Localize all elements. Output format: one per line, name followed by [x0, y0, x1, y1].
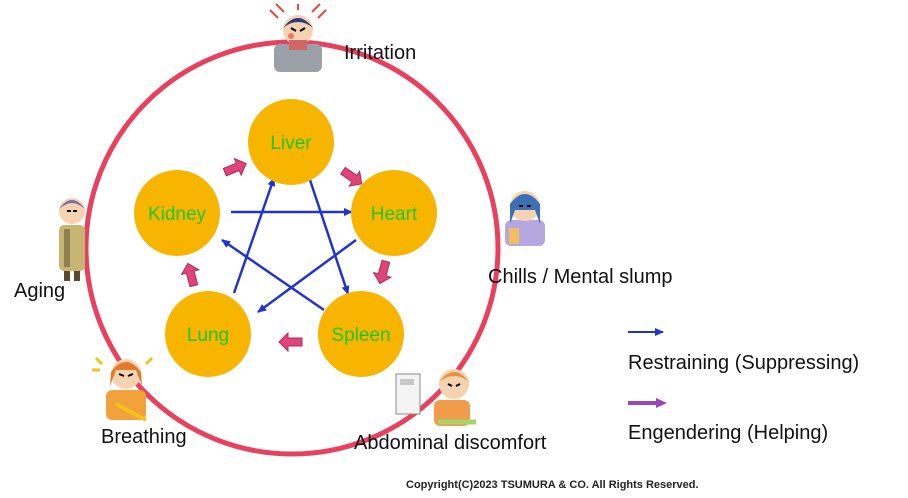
organ-spleen: Spleen [318, 291, 404, 377]
restrain-arrow-liver-spleen [306, 173, 350, 295]
organ-lung: Lung [165, 291, 251, 377]
engender-arrow-spleen-lung [278, 331, 303, 353]
symptom-chills-label: Chills / Mental slump [488, 266, 673, 288]
organ-lung-circle [165, 291, 251, 377]
engender-arrow-lung-kidney [180, 262, 201, 288]
symptom-breathing-label: Breathing [101, 426, 187, 448]
legend-restraining-label: Restraining (Suppressing) [628, 352, 860, 374]
elderly-person-icon [59, 198, 85, 281]
organ-heart: Heart [351, 170, 437, 256]
engender-arrow-liver-heart [339, 166, 363, 187]
restrain-arrow-heart-lung [257, 238, 357, 314]
organ-kidney: Kidney [134, 170, 220, 256]
organ-liver-label: Liver [270, 133, 312, 154]
organ-kidney-label: Kidney [148, 204, 207, 225]
organ-liver-circle [248, 99, 334, 185]
restrain-arrow-spleen-kidney [221, 238, 325, 312]
restrain-arrow-lung-liver [232, 177, 276, 294]
engender-arrow-kidney-liver [222, 157, 247, 177]
organ-kidney-circle [134, 170, 220, 256]
symptom-irritation-label: Irritation [344, 42, 417, 64]
organ-spleen-circle [318, 291, 404, 377]
chilled-person-icon [505, 191, 545, 246]
symptom-abdominal-label: Abdominal discomfort [354, 432, 547, 454]
symptom-aging-label: Aging [14, 280, 66, 302]
organ-lung-label: Lung [187, 325, 229, 346]
organ-liver: Liver [248, 99, 334, 185]
organ-heart-circle [351, 170, 437, 256]
engendering-arrows [180, 157, 393, 353]
organ-spleen-label: Spleen [331, 325, 390, 346]
engender-arrow-heart-spleen [372, 259, 393, 285]
irritated-person-icon [269, 3, 327, 72]
copyright-notice: Copyright(C)2023 TSUMURA & CO. All Right… [406, 479, 699, 491]
legend-engendering-arrow [628, 398, 667, 408]
coughing-person-icon [92, 356, 154, 422]
restraining-arrows [221, 173, 357, 314]
legend-engendering-label: Engendering (Helping) [628, 422, 829, 444]
stomach-ache-person-icon [395, 369, 476, 426]
organ-heart-label: Heart [371, 204, 418, 225]
